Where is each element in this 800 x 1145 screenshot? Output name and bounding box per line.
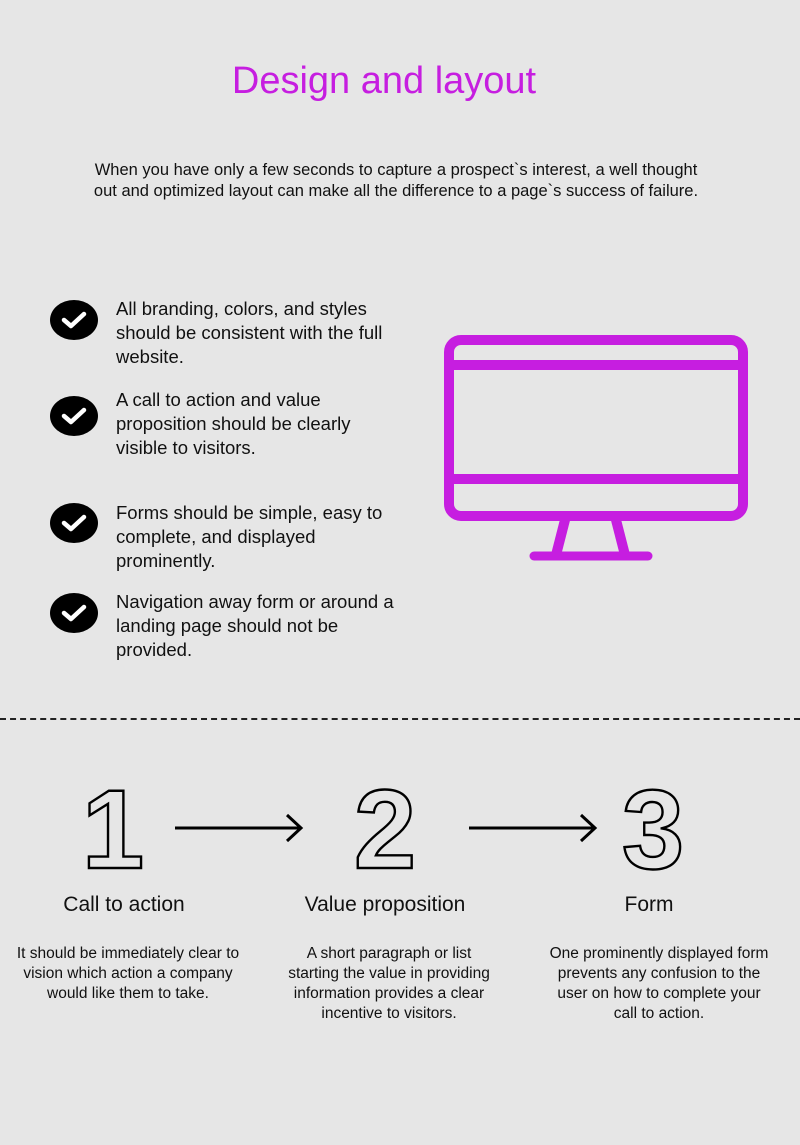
checklist-item-text: Forms should be simple, easy to complete… xyxy=(116,502,383,571)
step-title: Call to action xyxy=(63,893,185,916)
intro-paragraph: When you have only a few seconds to capt… xyxy=(93,161,699,200)
checklist-item-text: A call to action and value proposition s… xyxy=(116,389,351,458)
step-number-1: 1 xyxy=(81,786,146,872)
step-description: A short paragraph or list starting the v… xyxy=(288,945,490,1022)
arrow-right-icon xyxy=(175,813,304,843)
arrow-right-icon xyxy=(469,813,598,843)
step-number-3: 3 xyxy=(621,786,686,872)
svg-text:1: 1 xyxy=(82,786,144,872)
check-icon xyxy=(50,300,98,340)
svg-text:2: 2 xyxy=(354,786,416,872)
step-title: Value proposition xyxy=(304,893,466,916)
checklist-item-text: Navigation away form or around a landing… xyxy=(116,591,394,660)
monitor-icon xyxy=(444,335,748,567)
check-icon xyxy=(50,593,98,633)
check-icon xyxy=(50,396,98,436)
checklist-item-text: All branding, colors, and styles should … xyxy=(116,298,383,367)
page-title: Design and layout xyxy=(231,60,537,102)
step-description: It should be immediately clear to vision… xyxy=(16,945,240,1002)
step-title: Form xyxy=(624,893,674,916)
section-divider xyxy=(0,718,800,720)
step-description: One prominently displayed form prevents … xyxy=(549,945,769,1022)
svg-text:3: 3 xyxy=(622,786,684,872)
check-icon xyxy=(50,503,98,543)
step-number-2: 2 xyxy=(353,786,418,872)
